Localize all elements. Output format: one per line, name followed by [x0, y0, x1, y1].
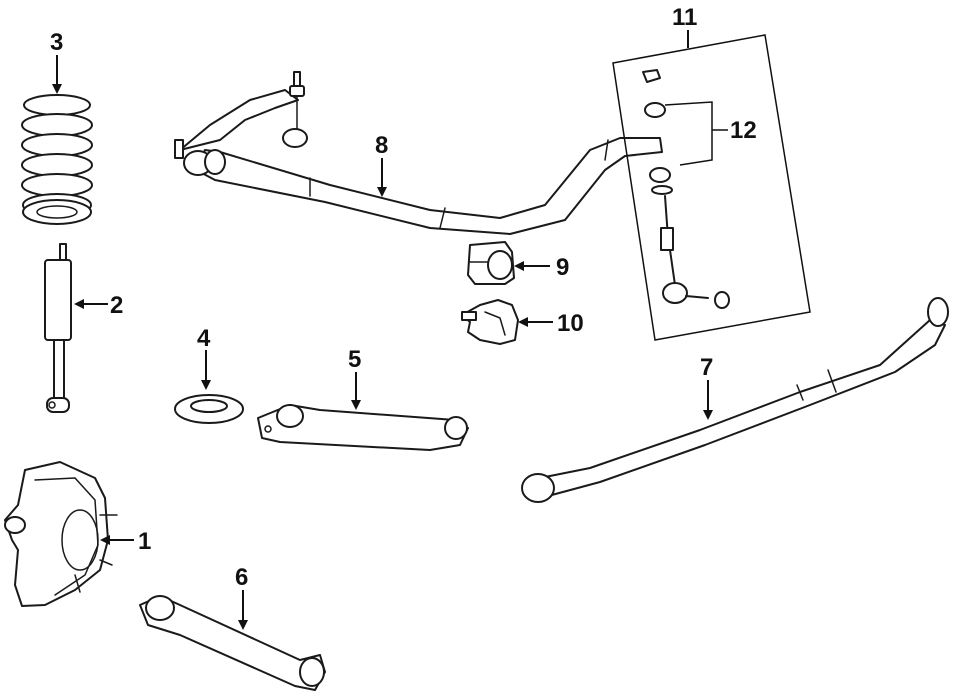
callout-12: 12: [730, 117, 757, 144]
callout-4: 4: [197, 325, 211, 352]
callout-9: 9: [556, 254, 569, 281]
bushing-clamp: [461, 299, 519, 345]
callout-10: 10: [557, 310, 584, 337]
track-bar: [521, 297, 949, 503]
callout-1: 1: [138, 528, 151, 555]
callout-11: 11: [672, 4, 697, 31]
link-rod: [660, 195, 730, 309]
upper-control-arm: [257, 404, 469, 451]
callout-2: 2: [110, 292, 123, 319]
callout-7: 7: [700, 354, 713, 381]
link-washer: [651, 185, 673, 195]
shock-absorber: [44, 243, 72, 413]
bushing-bracket: [664, 101, 728, 166]
callout-8: 8: [375, 132, 388, 159]
spring-isolator: [174, 394, 244, 424]
stabilizer-bushing: [467, 241, 515, 285]
callout-6: 6: [235, 564, 248, 591]
link-bushing-lower: [649, 167, 671, 183]
stabilizer-bar: [174, 71, 663, 235]
link-nut-top: [642, 69, 661, 83]
link-bushing-top: [644, 102, 666, 118]
callout-3: 3: [50, 29, 63, 56]
callout-leaders: [52, 30, 713, 630]
lower-control-arm: [139, 595, 326, 691]
callout-labels: 3 2 1 4 5 6 7 8 9 10 11 12: [50, 4, 757, 591]
callout-5: 5: [348, 346, 361, 373]
coil-spring: [21, 94, 93, 225]
stabilizer-link-kit: [612, 34, 811, 341]
steering-knuckle: [4, 461, 118, 607]
